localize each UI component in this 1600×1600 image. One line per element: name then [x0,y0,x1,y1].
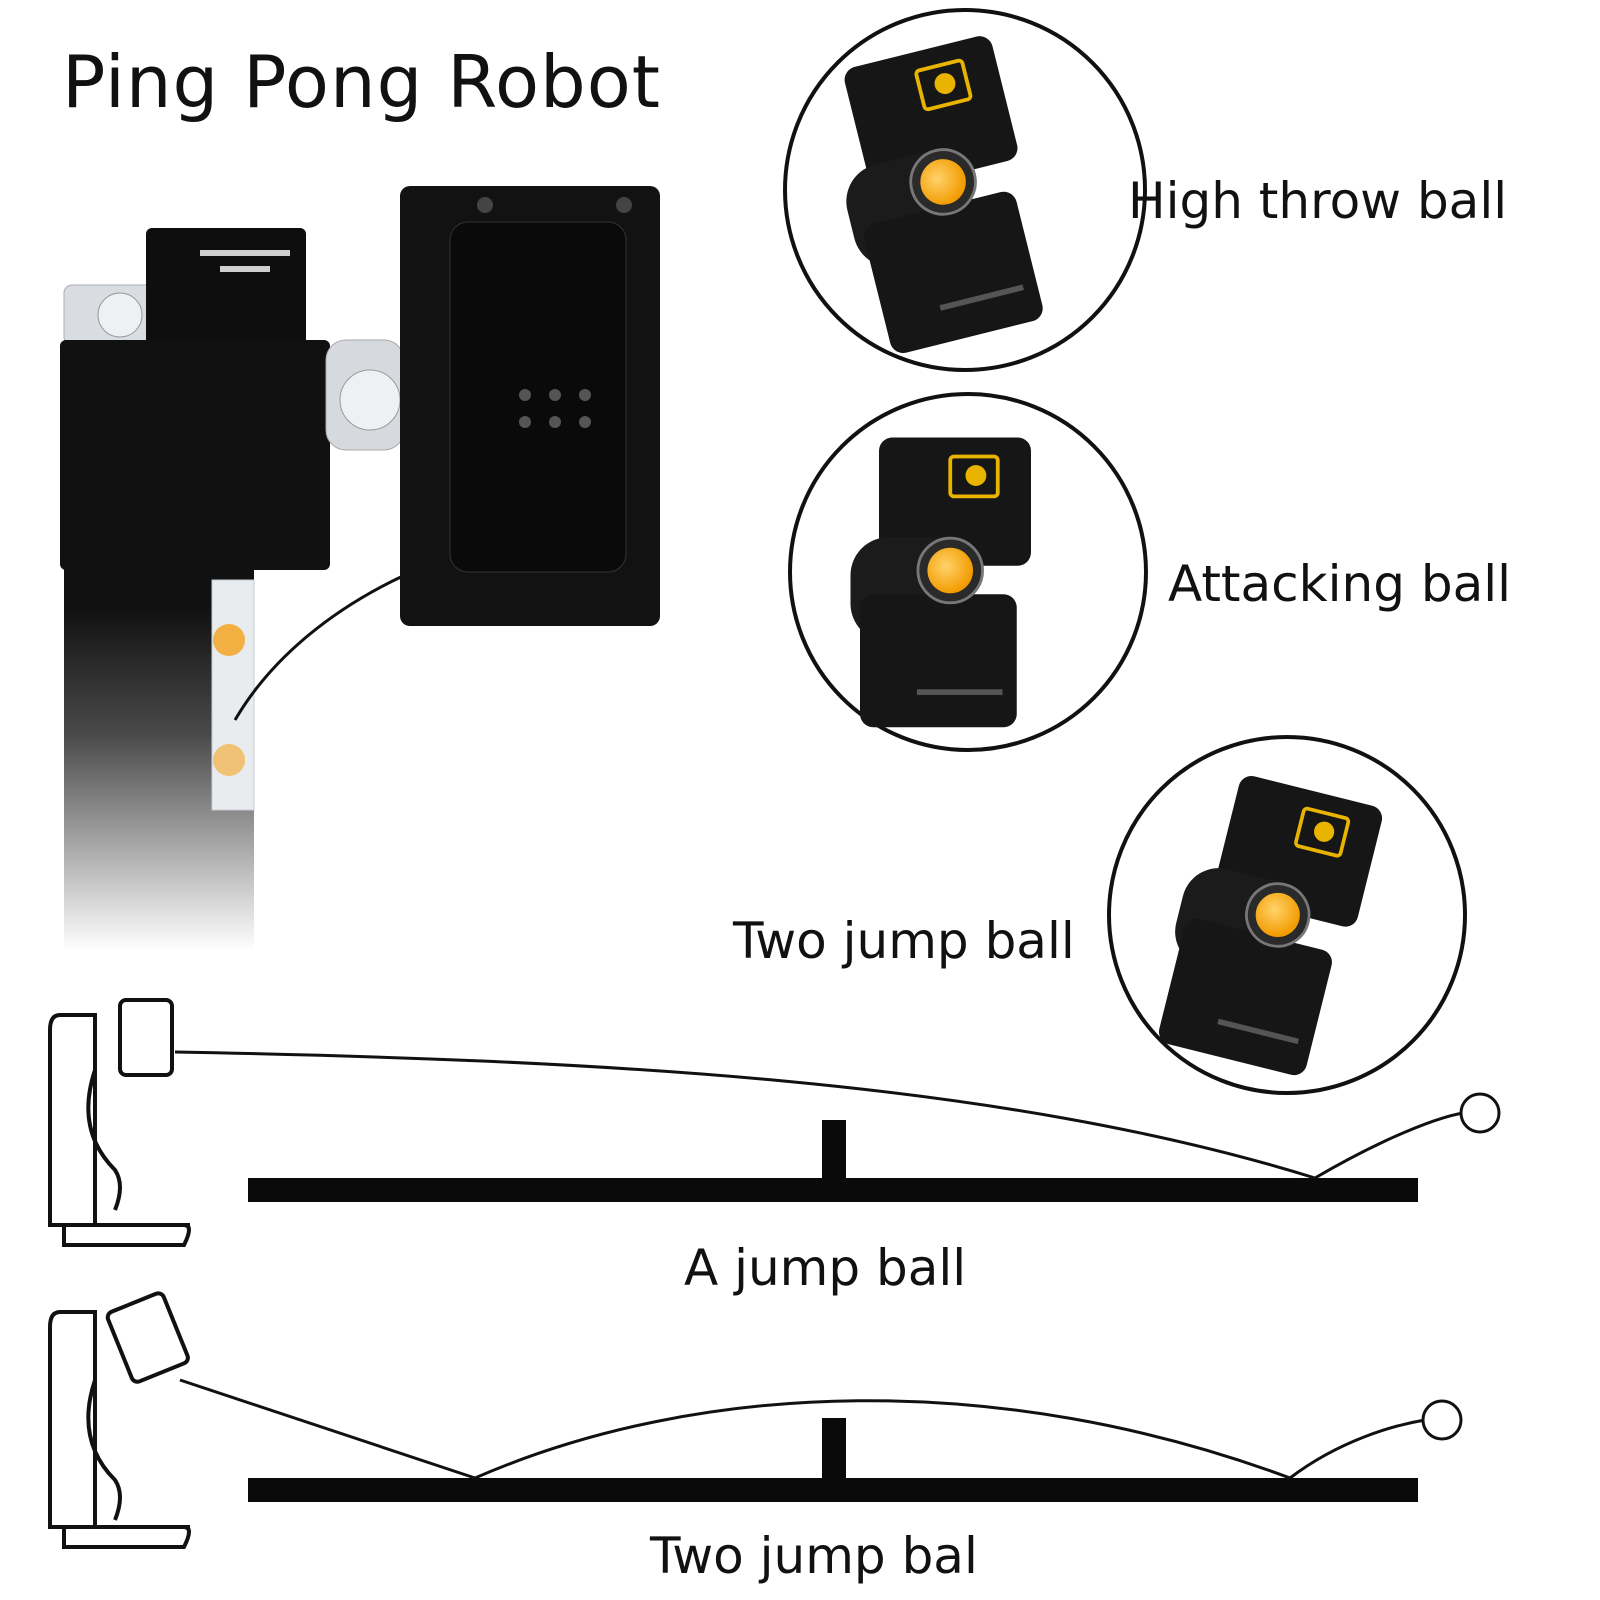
two-jump-head-image [1107,735,1467,1095]
high-throw-head-image [783,8,1147,372]
two-jump-ball-diagram [48,1291,1463,1549]
attacking-head-image [788,392,1148,752]
page-title: Ping Pong Robot [62,40,662,124]
attacking-label: Attacking ball [1168,555,1511,613]
robot-product-image [60,186,660,950]
a-jump-ball-caption: A jump ball [684,1239,967,1297]
high-throw-label: High throw ball [1128,172,1508,230]
two-jump-ball-caption: Two jump bal [650,1527,978,1585]
a-jump-ball-diagram [48,998,1501,1247]
two-jump-label: Two jump ball [733,912,1075,970]
